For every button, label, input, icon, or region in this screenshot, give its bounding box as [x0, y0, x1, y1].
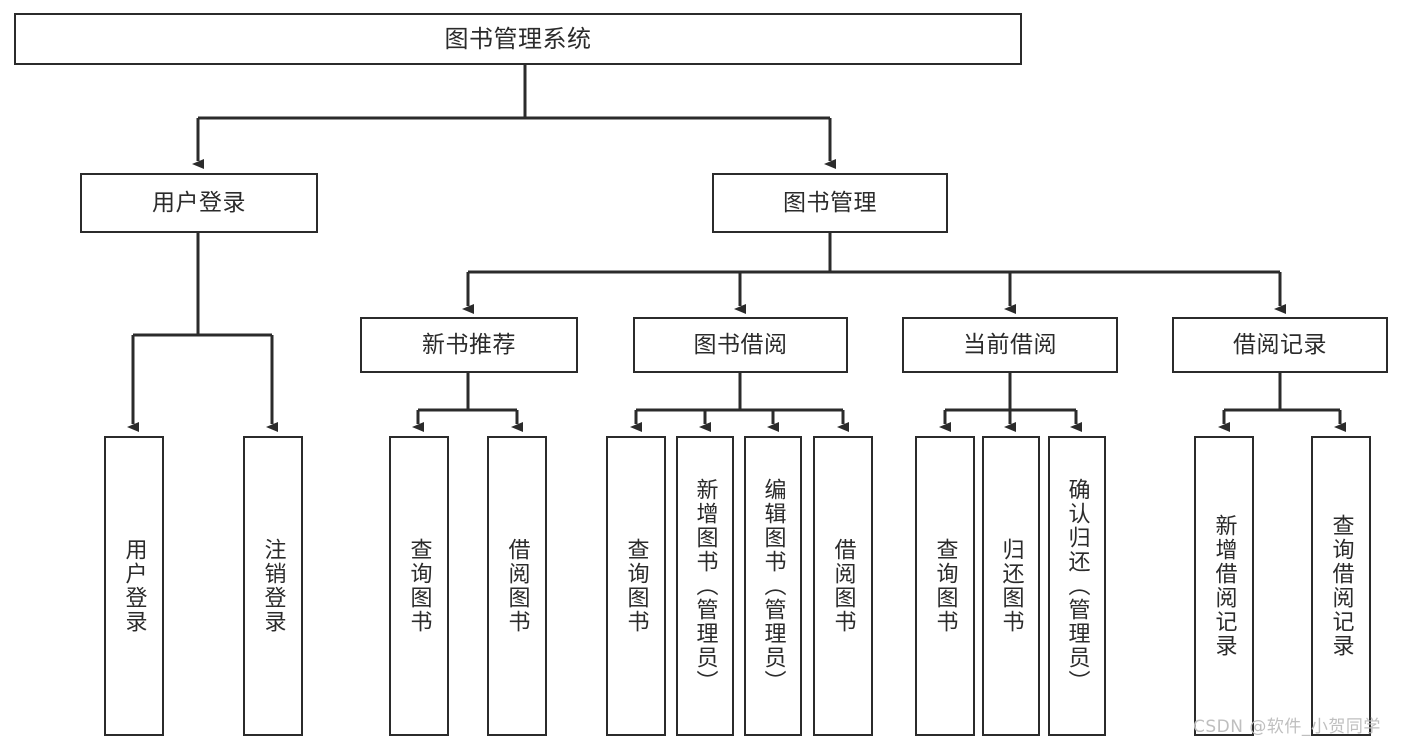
leaf-return-book[interactable]: 归还图书 — [982, 436, 1040, 736]
leaf-label: 用户登录 — [121, 538, 147, 634]
leaf-label: 新增借阅记录 — [1211, 514, 1237, 658]
leaf-borrow-book[interactable]: 借阅图书 — [813, 436, 873, 736]
leaf-add-book[interactable]: 新增图书（管理员） — [676, 436, 734, 736]
node-current-borrow[interactable]: 当前借阅 — [902, 317, 1118, 373]
leaf-label: 查询图书 — [932, 538, 958, 634]
leaf-label: 查询图书 — [406, 538, 432, 634]
node-book-borrow[interactable]: 图书借阅 — [633, 317, 848, 373]
leaf-query-book-recommend[interactable]: 查询图书 — [389, 436, 449, 736]
leaf-query-book-borrow[interactable]: 查询图书 — [606, 436, 666, 736]
leaf-query-borrow-record[interactable]: 查询借阅记录 — [1311, 436, 1371, 736]
node-new-book-recommend[interactable]: 新书推荐 — [360, 317, 578, 373]
leaf-label: 确认归还（管理员） — [1064, 478, 1090, 694]
node-book-manage[interactable]: 图书管理 — [712, 173, 948, 233]
leaf-label: 查询图书 — [623, 538, 649, 634]
leaf-label: 查询借阅记录 — [1328, 514, 1354, 658]
leaf-add-borrow-record[interactable]: 新增借阅记录 — [1194, 436, 1254, 736]
leaf-label: 新增图书（管理员） — [692, 478, 718, 694]
node-borrow-record[interactable]: 借阅记录 — [1172, 317, 1388, 373]
leaf-user-login[interactable]: 用户登录 — [104, 436, 164, 736]
leaf-edit-book[interactable]: 编辑图书（管理员） — [744, 436, 802, 736]
leaf-label: 归还图书 — [998, 538, 1024, 634]
leaf-confirm-return[interactable]: 确认归还（管理员） — [1048, 436, 1106, 736]
csdn-watermark: CSDN @软件_小贺同学 — [1193, 717, 1381, 737]
leaf-label: 注销登录 — [260, 538, 286, 634]
leaf-user-logout[interactable]: 注销登录 — [243, 436, 303, 736]
leaf-label: 编辑图书（管理员） — [760, 478, 786, 694]
leaf-label: 借阅图书 — [830, 538, 856, 634]
leaf-label: 借阅图书 — [504, 538, 530, 634]
node-user-login[interactable]: 用户登录 — [80, 173, 318, 233]
leaf-query-book-current[interactable]: 查询图书 — [915, 436, 975, 736]
node-root[interactable]: 图书管理系统 — [14, 13, 1022, 65]
leaf-borrow-book-recommend[interactable]: 借阅图书 — [487, 436, 547, 736]
